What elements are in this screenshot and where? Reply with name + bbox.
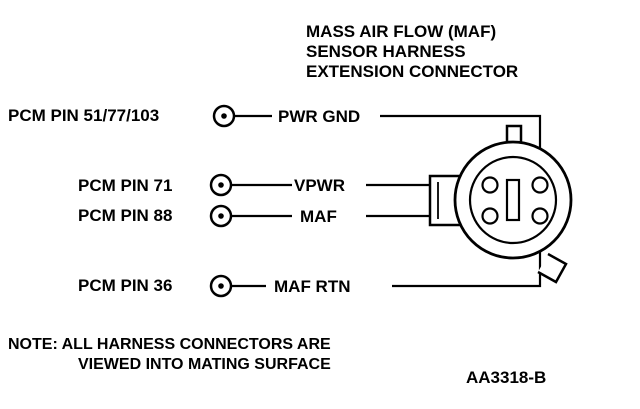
title-line-2: SENSOR HARNESS bbox=[306, 42, 466, 61]
note-line-1: NOTE: ALL HARNESS CONNECTORS ARE bbox=[8, 336, 331, 353]
connector-key-slot bbox=[505, 178, 521, 222]
signal-label: PWR GND bbox=[278, 107, 360, 126]
terminal-dot-icon bbox=[221, 113, 227, 119]
pcm-pin-label: PCM PIN 88 bbox=[78, 206, 172, 225]
title-line-3: EXTENSION CONNECTOR bbox=[306, 62, 518, 81]
connector-terminal-maf-rtn bbox=[531, 207, 549, 225]
signal-label: MAF bbox=[300, 207, 337, 226]
pcm-pin-label: PCM PIN 51/77/103 bbox=[8, 106, 159, 125]
pin-row-maf: PCM PIN 88 MAF bbox=[78, 204, 490, 228]
pcm-pin-label: PCM PIN 36 bbox=[78, 276, 172, 295]
signal-label: VPWR bbox=[294, 176, 345, 195]
pin-row-maf-rtn: PCM PIN 36 MAF RTN bbox=[78, 220, 542, 298]
figure-code: AA3318-B bbox=[466, 368, 546, 387]
connector-terminal-maf bbox=[481, 207, 499, 225]
terminal-dot-icon bbox=[218, 283, 224, 289]
pcm-pin-label: PCM PIN 71 bbox=[78, 176, 172, 195]
terminal-dot-icon bbox=[218, 213, 224, 219]
diagram-note: NOTE: ALL HARNESS CONNECTORS ARE VIEWED … bbox=[8, 336, 331, 373]
terminal-dot-icon bbox=[218, 182, 224, 188]
maf-connector-icon bbox=[428, 124, 573, 284]
connector-keying-tab bbox=[537, 252, 568, 284]
signal-label: MAF RTN bbox=[274, 277, 350, 296]
connector-terminal-pwr-gnd bbox=[531, 176, 549, 194]
note-line-2: VIEWED INTO MATING SURFACE bbox=[78, 356, 331, 373]
diagram-title: MASS AIR FLOW (MAF) SENSOR HARNESS EXTEN… bbox=[306, 22, 518, 81]
title-line-1: MASS AIR FLOW (MAF) bbox=[306, 22, 496, 41]
pin-row-vpwr: PCM PIN 71 VPWR bbox=[78, 173, 490, 197]
connector-terminal-vpwr bbox=[481, 176, 499, 194]
